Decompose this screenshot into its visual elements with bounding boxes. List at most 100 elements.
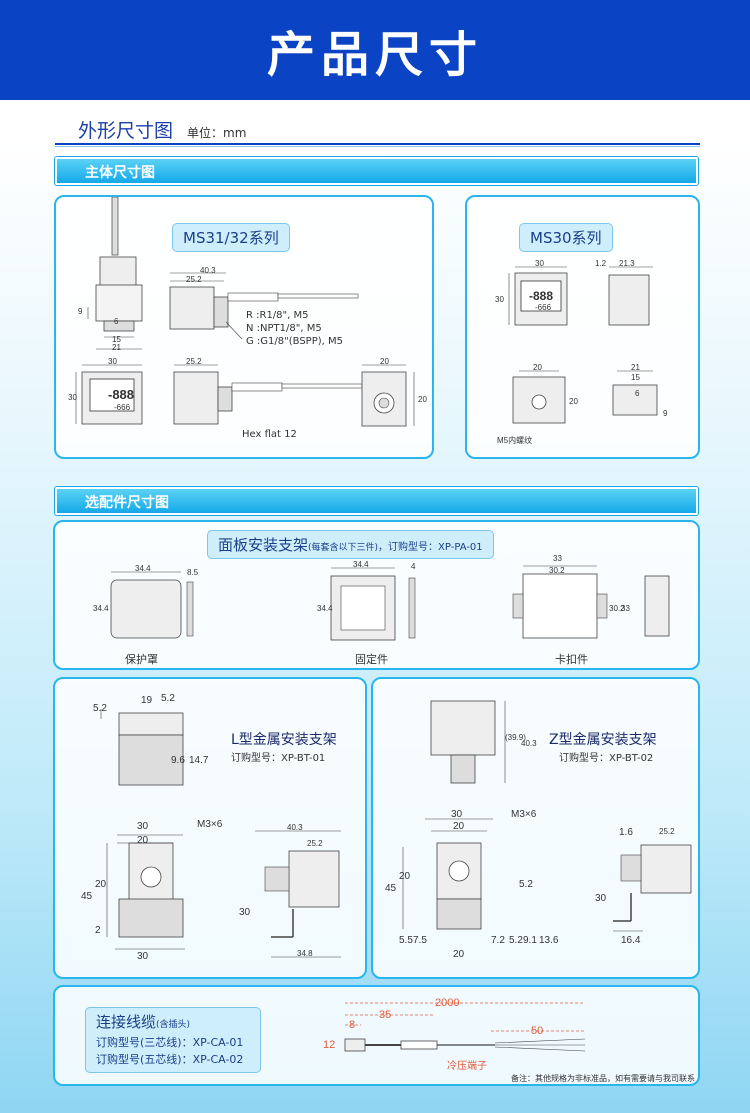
display-value-small: -666 <box>114 403 131 412</box>
cable-drawing <box>344 1002 586 1052</box>
dim-label: 5.2 <box>509 935 523 946</box>
dim-label: 5.2 <box>161 693 175 704</box>
l-bracket-drawing <box>100 709 341 958</box>
l-bracket-title: L型金属安装支架 <box>231 732 337 748</box>
thread-g: G :G1/8"(BSPP), M5 <box>246 336 343 347</box>
m5-label: M5内螺纹 <box>497 436 533 445</box>
cable-order-5: 订购型号(五芯线)：XP-CA-02 <box>96 1053 244 1066</box>
dim-label: 25.2 <box>307 839 323 848</box>
section-title: 选配件尺寸图 <box>85 495 169 511</box>
section-title: 主体尺寸图 <box>85 165 155 181</box>
dim-label: 30.2 <box>609 604 625 613</box>
dim-label: 20 <box>95 879 107 890</box>
ms30-panel: MS30系列 30 30 1.2 21.3 20 20 21 15 6 9 M5… <box>465 195 700 459</box>
panel-mount-panel: 面板安装支架(每套含以下三件)，订购型号：XP-PA-01 34.4 8.5 3… <box>53 520 700 670</box>
dim-label: 2000 <box>435 997 460 1009</box>
dim-label: 6 <box>635 389 640 398</box>
dim-label: 2 <box>95 925 101 936</box>
clip-label: 卡扣件 <box>555 653 588 666</box>
dim-label: 30 <box>595 893 607 904</box>
cable-title: 连接线缆 <box>96 1013 157 1031</box>
dim-label: 9.6 <box>171 755 185 766</box>
unit-label: 单位：mm <box>187 126 247 140</box>
dim-label: 30 <box>108 357 117 366</box>
dim-label: 14.7 <box>189 755 209 766</box>
dim-label: 20 <box>380 357 389 366</box>
dim-label: 5.2 <box>93 703 107 714</box>
ms31-panel: MS31/32系列 40.3 25.2 <box>54 195 434 459</box>
dim-label: 20 <box>533 363 542 372</box>
ms30-title: MS30系列 <box>519 223 613 252</box>
dim-label: 9 <box>663 409 668 418</box>
dim-label: 40.3 <box>521 739 537 748</box>
dim-label: 20 <box>399 871 411 882</box>
panel-mount-name: 面板安装支架 <box>218 536 309 554</box>
dim-label: 15 <box>631 373 640 382</box>
dim-label: 40.3 <box>287 823 303 832</box>
dim-label: 5.5 <box>399 935 413 946</box>
dim-label: 7.5 <box>413 935 427 946</box>
dim-label: 21 <box>631 363 640 372</box>
cable-order-3: 订购型号(三芯线)：XP-CA-01 <box>96 1036 244 1049</box>
dim-label: 30 <box>451 809 463 820</box>
cable-panel: 连接线缆(含插头) 订购型号(三芯线)：XP-CA-01 订购型号(五芯线)：X… <box>53 985 700 1086</box>
z-bracket-order: 订购型号：XP-BT-02 <box>559 753 654 764</box>
dim-label: 30 <box>535 259 544 268</box>
dim-label: 16.4 <box>621 935 641 946</box>
display-value-small: -666 <box>535 303 552 312</box>
hex-label: Hex flat 12 <box>242 429 297 440</box>
accessory-section-bar: 选配件尺寸图 <box>55 487 698 515</box>
dim-label: 40.3 <box>200 266 216 275</box>
dim-label: 34.4 <box>93 604 109 613</box>
dim-label: 1.6 <box>619 827 633 838</box>
dim-label: 30 <box>68 393 77 402</box>
z-bracket-panel: Z型金属安装支架 订购型号：XP-BT-02 (39.9) 40.3 30 20… <box>371 677 700 979</box>
footnote: 备注：其他规格为非标准品，如有需要请与我司联系 <box>511 1074 695 1083</box>
dim-label: 15 <box>112 335 121 344</box>
z-bracket-drawing <box>402 700 692 932</box>
l-bracket-panel: L型金属安装支架 订购型号：XP-BT-01 19 5.2 5.2 9.6 14… <box>53 677 367 979</box>
screw-label: M3×6 <box>197 819 223 830</box>
dim-label: 6 <box>114 317 119 326</box>
dim-label: 7.2 <box>491 935 505 946</box>
cover-label: 保护罩 <box>125 653 158 666</box>
l-bracket-order: 订购型号：XP-BT-01 <box>231 753 326 764</box>
thread-n: N :NPT1/8", M5 <box>246 323 322 334</box>
dim-label: 25.2 <box>186 275 202 284</box>
terminal-label: 冷压端子 <box>447 1061 487 1072</box>
dim-label: 30 <box>495 295 504 304</box>
panel-mount-title: 面板安装支架(每套含以下三件)，订购型号：XP-PA-01 <box>207 530 494 559</box>
page-header: 产品尺寸 <box>0 0 750 100</box>
dim-label: 19 <box>141 695 153 706</box>
dim-label: 9 <box>78 307 83 316</box>
dim-label: 21 <box>112 343 121 352</box>
display-value: -888 <box>529 289 554 303</box>
panel-mount-drawing <box>110 565 670 641</box>
dim-label: 20 <box>569 397 578 406</box>
dim-label: 8 <box>349 1019 356 1031</box>
dim-label: 30 <box>239 907 251 918</box>
dim-label: 45 <box>81 891 93 902</box>
panel-mount-order: ，订购型号：XP-PA-01 <box>378 542 483 553</box>
dim-label: 20 <box>418 395 427 404</box>
z-bracket-title: Z型金属安装支架 <box>549 732 657 748</box>
dim-label: 25.2 <box>186 357 202 366</box>
dim-label: 20 <box>137 835 149 846</box>
thread-r: R :R1/8", M5 <box>246 310 309 321</box>
dim-label: 8.5 <box>187 568 199 577</box>
dim-label: 5.2 <box>519 879 533 890</box>
dim-label: 20 <box>453 949 465 960</box>
main-section-bar: 主体尺寸图 <box>55 157 698 185</box>
dim-label: 50 <box>531 1025 544 1037</box>
divider <box>55 146 700 147</box>
display-value: -888 <box>108 387 135 402</box>
dim-label: 20 <box>453 821 465 832</box>
dim-label: 45 <box>385 883 397 894</box>
cable-box: 连接线缆(含插头) 订购型号(三芯线)：XP-CA-01 订购型号(五芯线)：X… <box>85 1007 261 1073</box>
ms31-title: MS31/32系列 <box>172 223 290 252</box>
dim-label: 35 <box>379 1009 392 1021</box>
dim-label: 25.2 <box>659 827 675 836</box>
dim-label: 34.4 <box>317 604 333 613</box>
dim-label: 34.4 <box>135 564 151 573</box>
panel-mount-sub: (每套含以下三件) <box>308 543 379 553</box>
